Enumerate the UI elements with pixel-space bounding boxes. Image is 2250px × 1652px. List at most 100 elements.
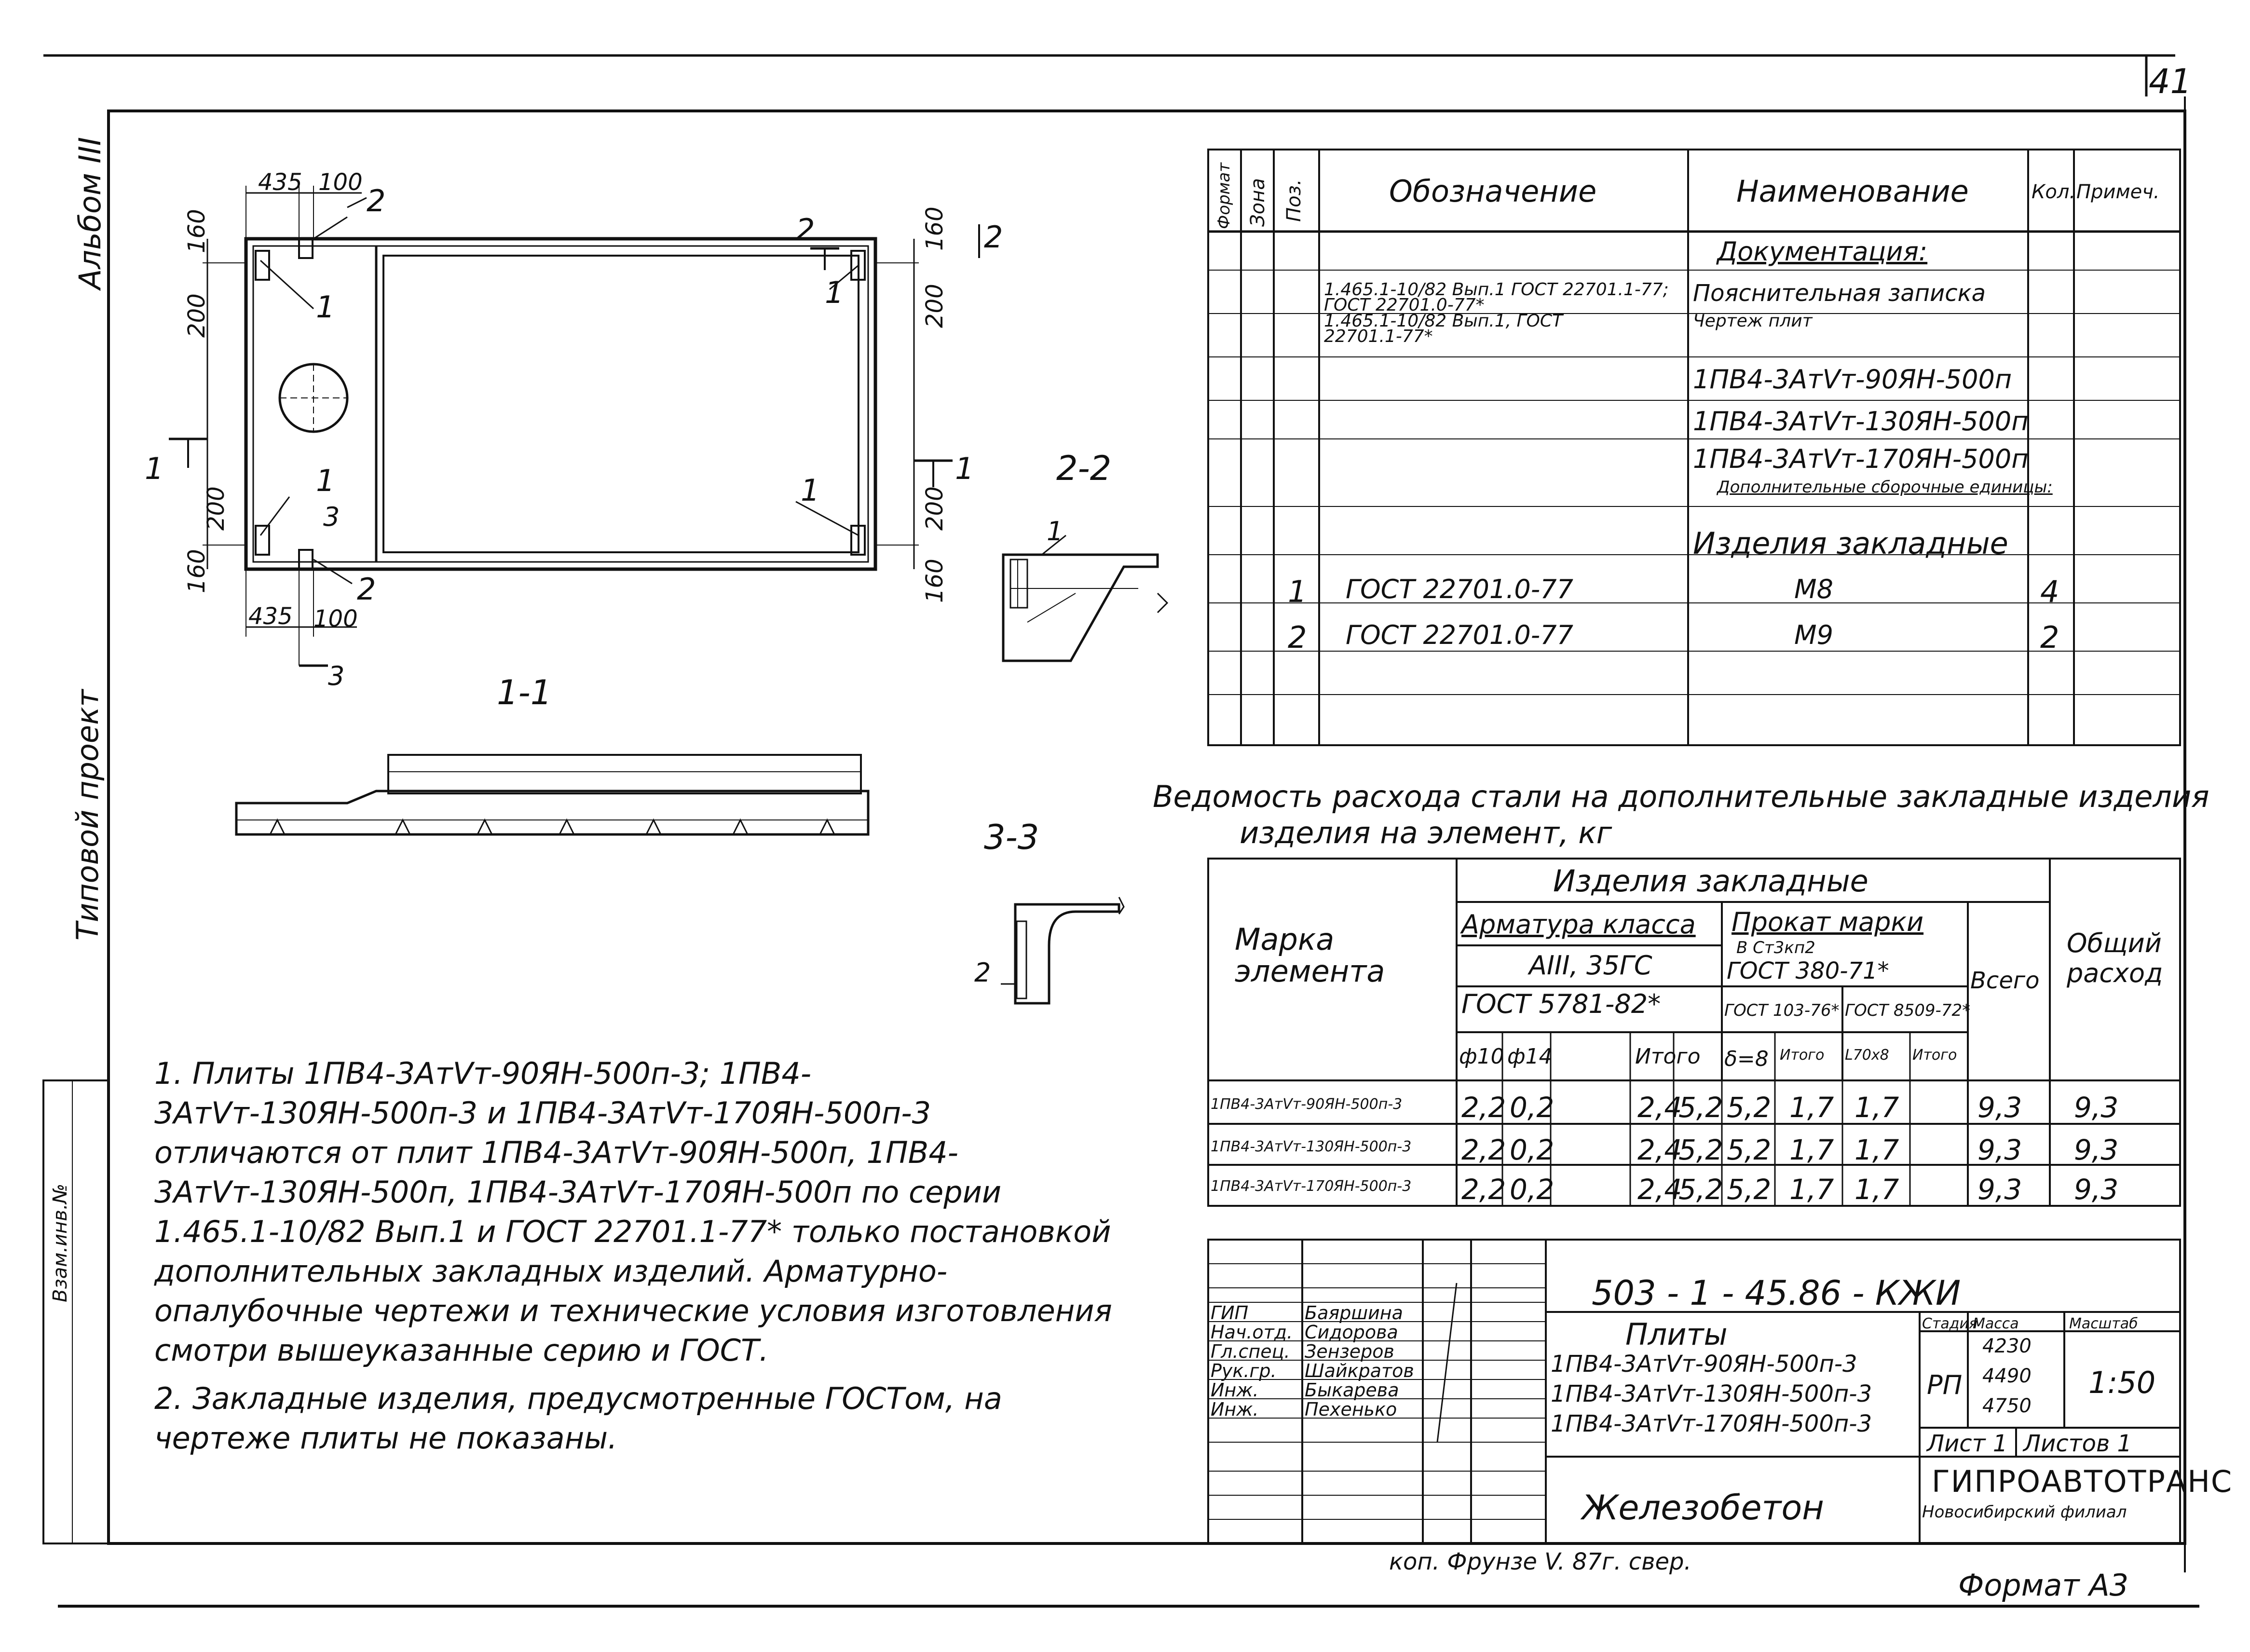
steel-cell-value: 2,2 (1461, 1091, 1506, 1124)
steel-header-prokat: Прокат марки (1732, 907, 1924, 937)
steel-header-gost8509: ГОСТ 8509-72* (1845, 1001, 1971, 1020)
stamp-item-1: 1ПВ4-3АтVт-90ЯН-500п-3 (1551, 1351, 1857, 1378)
stamp-role: Гл.спец. (1211, 1341, 1290, 1362)
callout-2a: 2 (367, 183, 386, 218)
spec-header-pos: Поз. (1283, 179, 1305, 222)
steel-col-header: Итого (1912, 1047, 1957, 1064)
stamp-stage-label: Стадия (1922, 1315, 1978, 1332)
callout-1-sec22: 1 (1047, 516, 1064, 546)
steel-header-overall: Общий расход (2067, 928, 2163, 988)
stamp-person-name: Шайкратов (1305, 1360, 1414, 1381)
stamp-sheets: Листов 1 (2023, 1430, 2132, 1457)
callout-1b: 1 (316, 463, 335, 498)
spec-cell-name: Документация: (1717, 236, 1928, 267)
steel-title-line1: Ведомость расхода стали на дополнительны… (1153, 779, 2209, 814)
page-number: 41 (2149, 62, 2192, 101)
dim-bottom-100: 100 (314, 605, 358, 632)
steel-cell-value: 1,7 (1789, 1133, 1834, 1166)
steel-cell-value: 5,2 (1727, 1133, 1772, 1166)
dim-left-160b: 160 (183, 549, 210, 593)
stamp-role: ГИП (1211, 1302, 1249, 1324)
callout-3a: 3 (323, 502, 340, 532)
dim-left-160a: 160 (183, 209, 210, 253)
dim-right-160b: 160 (921, 559, 948, 603)
stamp-branch: Новосибирский филиал (1922, 1502, 2127, 1522)
callout-2-sec33: 2 (974, 957, 991, 988)
stamp-role: Инж. (1211, 1379, 1259, 1401)
steel-cell-value: 2,2 (1461, 1133, 1506, 1166)
steel-header-armatura: Арматура класса (1461, 909, 1696, 940)
stamp-sheet: Лист 1 (1927, 1430, 2008, 1457)
copy-note: коп. Фрунзе V. 87г. свер. (1389, 1548, 1691, 1575)
steel-header-prokat-gost: ГОСТ 380-71* (1727, 957, 1889, 984)
dim-bottom-435: 435 (248, 603, 293, 630)
stamp-code: 503 - 1 - 45.86 - КЖИ (1592, 1273, 1961, 1313)
steel-cell-value: 5,2 (1727, 1173, 1772, 1206)
stamp-role: Рук.гр. (1211, 1360, 1277, 1381)
stamp-person-name: Зензеров (1305, 1341, 1394, 1362)
note-1: 1. Плиты 1ПВ4-3АтVт-90ЯН-500п-3; 1ПВ4-3А… (154, 1056, 1112, 1368)
steel-cell-value: 5,2 (1678, 1133, 1723, 1166)
dim-top-435: 435 (258, 169, 302, 196)
steel-col-header: Итого (1780, 1047, 1825, 1064)
steel-header-mark: Марка элемента (1235, 922, 1385, 989)
steel-cell-value: 5,2 (1678, 1173, 1723, 1206)
stamp-item-2: 1ПВ4-3АтVт-130ЯН-500п-3 (1551, 1380, 1872, 1407)
steel-col-header: ф10 (1459, 1044, 1504, 1069)
stamp-scale-label: Масштаб (2069, 1315, 2138, 1332)
steel-header-total: Всего (1970, 967, 2040, 994)
steel-cell-value: 9,3 (2074, 1173, 2119, 1206)
inv-label: Взам.инв.№ (49, 1183, 71, 1302)
steel-cell-value: 1,7 (1789, 1091, 1834, 1124)
spec-cell-name: Дополнительные сборочные единицы: (1717, 478, 2053, 497)
stamp-person-name: Баяршина (1305, 1302, 1403, 1324)
callout-1a: 1 (316, 289, 335, 325)
steel-cell-value: 0,2 (1510, 1091, 1555, 1124)
spec-cell-name: Пояснительная записка (1693, 280, 1986, 307)
callout-1c: 1 (825, 275, 844, 310)
steel-cell-value: 0,2 (1510, 1173, 1555, 1206)
steel-row-mark: 1ПВ4-3АтVт-170ЯН-500п-3 (1211, 1178, 1412, 1195)
spec-cell-designation: 1.465.1-10/82 Вып.1 ГОСТ 22701.1-77; (1324, 280, 1669, 300)
dim-top-100: 100 (318, 169, 363, 196)
steel-title-line2: изделия на элемент, кг (1240, 815, 1612, 850)
stamp-item-3: 1ПВ4-3АтVт-170ЯН-500п-3 (1551, 1410, 1872, 1437)
steel-cell-value: 2,4 (1637, 1173, 1682, 1206)
section-mark-1-left: 1 (145, 451, 164, 486)
spec-header-name: Наименование (1736, 174, 1969, 209)
spec-cell-name: Чертеж плит (1693, 311, 1813, 331)
spec-cell-name: М8 (1794, 574, 1833, 604)
steel-cell-value: 1,7 (1789, 1173, 1834, 1206)
steel-cell-value: 5,2 (1727, 1091, 1772, 1124)
steel-header-gost103: ГОСТ 103-76* (1724, 1001, 1840, 1020)
dim-left-200a: 200 (183, 293, 210, 338)
stamp-mass-3: 4750 (1982, 1395, 2032, 1417)
steel-cell-value: 9,3 (1977, 1133, 2022, 1166)
spec-cell-name: Изделия закладные (1693, 526, 2008, 561)
spec-cell-designation: ГОСТ 22701.0-77 (1346, 574, 1573, 604)
steel-header-armatura-gost: ГОСТ 5781-82* (1461, 989, 1661, 1019)
notes-block: 1. Плиты 1ПВ4-3АтVт-90ЯН-500п-3; 1ПВ4-3А… (154, 1054, 1119, 1458)
callout-3b: 3 (328, 661, 345, 691)
callout-1d: 1 (801, 473, 820, 508)
stamp-person-name: Пехенько (1305, 1399, 1397, 1420)
steel-header-prokat-mark: В Ст3кп2 (1736, 938, 1815, 957)
steel-col-header: δ=8 (1724, 1047, 1769, 1071)
spec-header-designation: Обозначение (1389, 174, 1597, 209)
spec-cell-designation: 22701.1-77* (1324, 327, 1433, 346)
spec-cell-designation: ГОСТ 22701.0-77* (1324, 295, 1485, 315)
dim-right-200b: 200 (921, 486, 948, 531)
dim-left-200b: 200 (203, 486, 230, 531)
spec-header-note: Примеч. (2076, 181, 2160, 203)
steel-col-header: ф14 (1507, 1044, 1553, 1069)
section-2-2-label: 2-2 (1056, 449, 1112, 488)
note-2: 2. Закладные изделия, предусмотренные ГО… (154, 1381, 1002, 1456)
section-mark-1-right: 1 (955, 451, 974, 486)
steel-col-header: Итого (1635, 1044, 1701, 1069)
spec-cell-qty: 4 (2040, 574, 2059, 609)
steel-cell-value: 1,7 (1855, 1091, 1899, 1124)
callout-2d: 2 (984, 219, 1003, 255)
steel-col-header: L70х8 (1845, 1047, 1889, 1064)
stamp-org: ГИПРОАВТОТРАНС (1932, 1464, 2233, 1499)
